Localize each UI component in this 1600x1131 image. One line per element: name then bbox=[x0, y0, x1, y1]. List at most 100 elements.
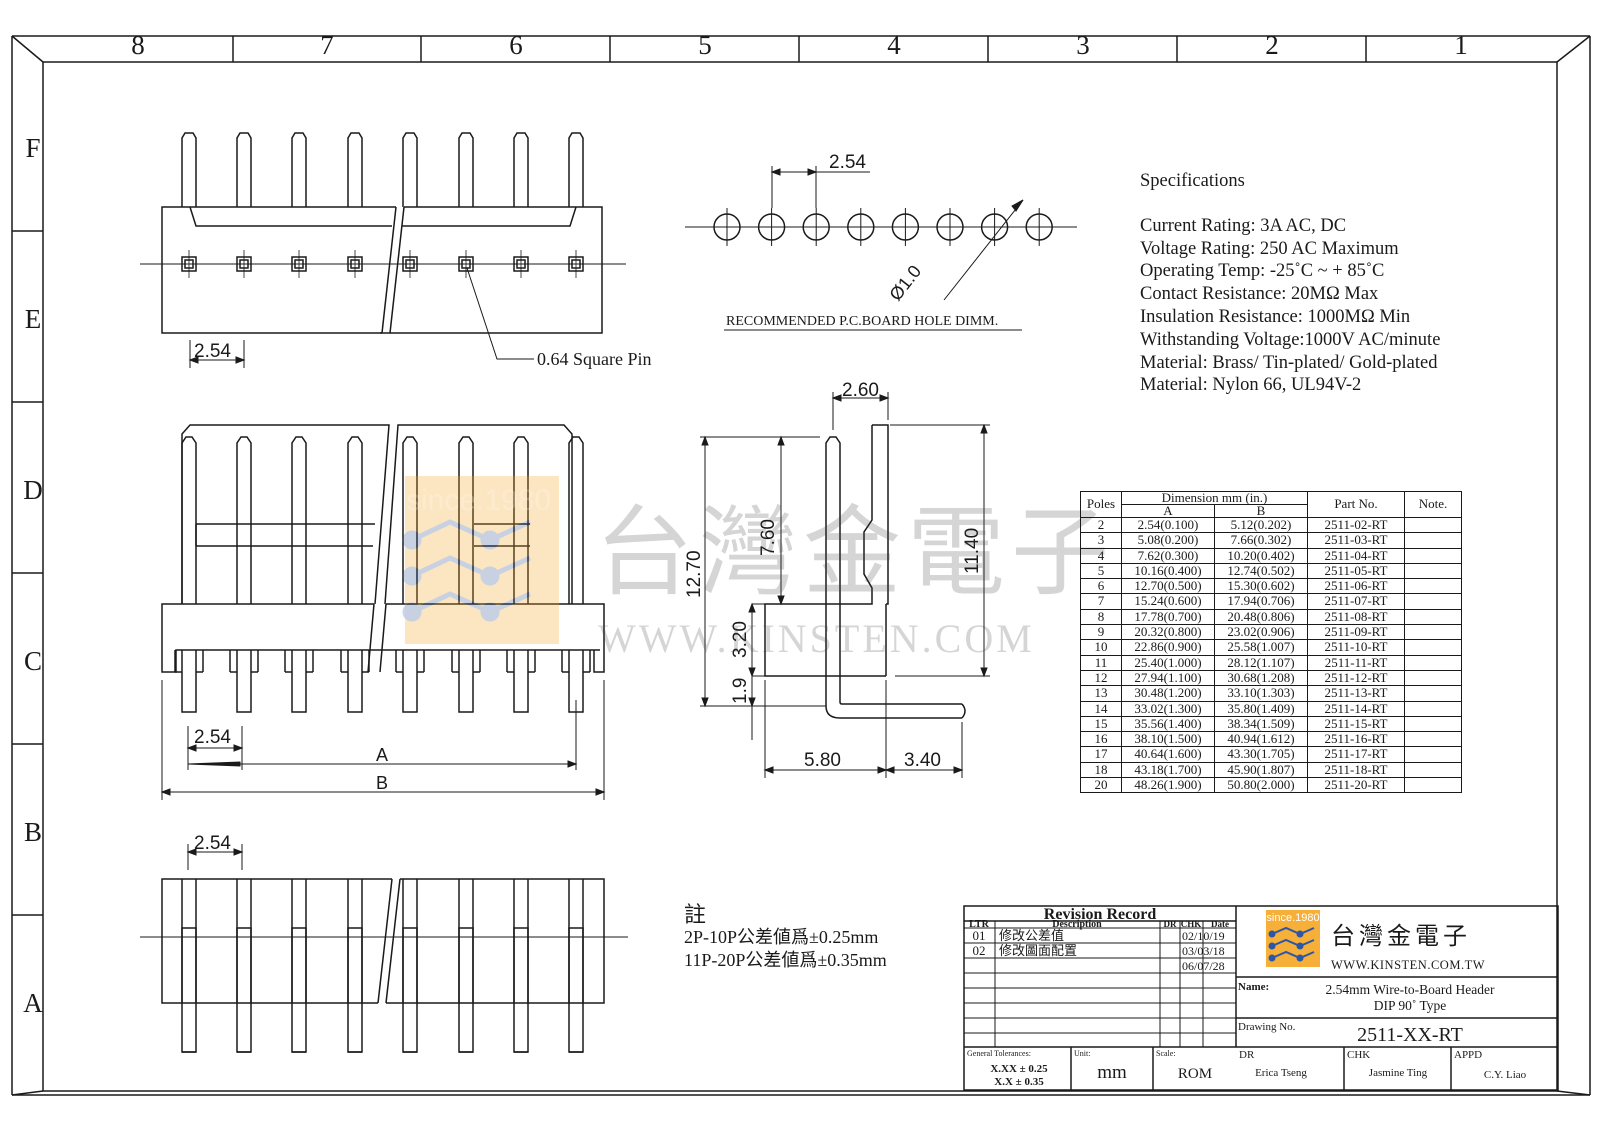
pcb-hole-pattern bbox=[685, 208, 1077, 246]
cell-part-no: 2511-10-RT bbox=[1307, 639, 1405, 656]
cell-poles: 4 bbox=[1080, 547, 1122, 564]
cell-part-no: 2511-09-RT bbox=[1307, 624, 1405, 641]
bottom-view-pin bbox=[291, 879, 307, 1053]
cell-a: 40.64(1.600) bbox=[1121, 746, 1215, 763]
zone-col-3: 3 bbox=[1076, 30, 1090, 60]
cell-a: 30.48(1.200) bbox=[1121, 685, 1215, 702]
cell-a: 22.86(0.900) bbox=[1121, 639, 1215, 656]
rev-header-ltr: LTR bbox=[969, 919, 989, 930]
cell-part-no: 2511-06-RT bbox=[1307, 578, 1405, 595]
watermark bbox=[402, 476, 559, 644]
hole-pitch-label: 2.54 bbox=[829, 152, 866, 173]
company-logo: since.1980 bbox=[1266, 910, 1320, 967]
cell-note bbox=[1404, 593, 1462, 610]
cell-note bbox=[1404, 562, 1462, 580]
cell-note bbox=[1404, 746, 1462, 763]
zone-col-6: 6 bbox=[509, 30, 523, 60]
cell-poles: 6 bbox=[1080, 578, 1122, 595]
rev-1-ltr: 01 bbox=[973, 928, 986, 943]
spec-line: Contact Resistance: 20MΩ Max bbox=[1140, 284, 1379, 305]
bottom-view-pin bbox=[347, 879, 363, 1053]
cell-poles: 12 bbox=[1080, 669, 1122, 687]
cell-poles: 3 bbox=[1080, 532, 1122, 549]
chk-name: Jasmine Ting bbox=[1369, 1067, 1428, 1079]
bottom-view-pin bbox=[236, 879, 252, 1053]
cell-a: 38.10(1.500) bbox=[1121, 731, 1215, 748]
front-view-pin bbox=[451, 436, 481, 713]
zone-row-c: C bbox=[24, 646, 42, 676]
part-name-line-1: 2.54mm Wire-to-Board Header bbox=[1325, 982, 1495, 997]
col-b: B bbox=[1214, 504, 1308, 518]
cell-poles: 16 bbox=[1080, 731, 1122, 748]
front-view-pin bbox=[174, 436, 204, 713]
cell-a: 12.70(0.500) bbox=[1121, 578, 1215, 595]
title-block bbox=[963, 905, 1559, 1091]
cell-a: 33.02(1.300) bbox=[1121, 700, 1215, 717]
dimension-table: Poles Dimension mm (in.) Part No. Note. … bbox=[1080, 491, 1462, 794]
top-view-pin bbox=[568, 132, 584, 278]
spec-line: Operating Temp: -25˚C ~ + 85˚C bbox=[1140, 261, 1385, 282]
zone-col-2: 2 bbox=[1265, 30, 1279, 60]
cell-part-no: 2511-03-RT bbox=[1307, 532, 1405, 549]
hole-caption: RECOMMENDED P.C.BOARD HOLE DIMM. bbox=[726, 314, 998, 329]
cell-b: 40.94(1.612) bbox=[1214, 731, 1308, 748]
cell-part-no: 2511-12-RT bbox=[1307, 669, 1405, 687]
hole-pitch-dimension bbox=[770, 166, 870, 208]
front-view-pin bbox=[395, 436, 425, 713]
bottom-view-pitch-dimension bbox=[186, 844, 244, 870]
cell-note bbox=[1404, 761, 1462, 779]
note-title: 註 bbox=[684, 902, 707, 927]
cell-part-no: 2511-11-RT bbox=[1307, 654, 1405, 671]
scale-label: Scale: bbox=[1156, 1049, 1176, 1058]
bottom-view-pin bbox=[181, 879, 197, 1053]
top-view-pin bbox=[513, 132, 529, 278]
col-dimension: Dimension mm (in.) bbox=[1121, 491, 1308, 505]
zone-col-7: 7 bbox=[320, 30, 334, 60]
cell-b: 38.34(1.509) bbox=[1214, 715, 1308, 733]
cell-a: 20.32(0.800) bbox=[1121, 624, 1215, 641]
square-pin-leader bbox=[466, 267, 534, 360]
spec-line: Insulation Resistance: 1000MΩ Min bbox=[1140, 306, 1411, 327]
unit-value: mm bbox=[1097, 1062, 1127, 1083]
spec-line: Material: Nylon 66, UL94V-2 bbox=[1140, 375, 1362, 396]
pcb-hole bbox=[802, 208, 830, 246]
cell-b: 28.12(1.107) bbox=[1214, 654, 1308, 671]
zone-row-f: F bbox=[25, 133, 40, 163]
spec-title: Specifications bbox=[1140, 171, 1245, 191]
cell-b: 43.30(1.705) bbox=[1214, 746, 1308, 763]
side-dim-260: 2.60 bbox=[842, 380, 879, 401]
rev-2-date: 03/03/18 bbox=[1182, 944, 1225, 958]
unit-label: Unit: bbox=[1074, 1049, 1090, 1058]
bottom-view bbox=[140, 878, 628, 1053]
cell-poles: 14 bbox=[1080, 700, 1122, 717]
cell-poles: 2 bbox=[1080, 516, 1122, 534]
col-part-no: Part No. bbox=[1307, 491, 1405, 518]
dim-b-label: B bbox=[376, 773, 388, 793]
pcb-hole bbox=[847, 208, 875, 246]
cell-note bbox=[1404, 654, 1462, 671]
front-view-pin bbox=[561, 436, 591, 713]
cell-a: 7.62(0.300) bbox=[1121, 547, 1215, 564]
cell-a: 5.08(0.200) bbox=[1121, 532, 1215, 549]
top-view-pitch-label: 2.54 bbox=[194, 341, 231, 362]
zone-row-e: E bbox=[25, 304, 42, 334]
cell-poles: 13 bbox=[1080, 685, 1122, 702]
side-view-dimensions bbox=[700, 392, 990, 778]
zone-row-a: A bbox=[23, 988, 43, 1018]
front-view-pin bbox=[284, 436, 314, 713]
dim-a-label: A bbox=[376, 745, 388, 765]
cell-part-no: 2511-18-RT bbox=[1307, 761, 1405, 779]
part-name-line-2: DIP 90˚ Type bbox=[1374, 998, 1447, 1013]
cell-part-no: 2511-16-RT bbox=[1307, 731, 1405, 748]
specifications: Specifications Current Rating: 3A AC, DC… bbox=[1140, 170, 1440, 397]
cell-poles: 10 bbox=[1080, 639, 1122, 656]
spec-line: Material: Brass/ Tin-plated/ Gold-plated bbox=[1140, 352, 1438, 373]
